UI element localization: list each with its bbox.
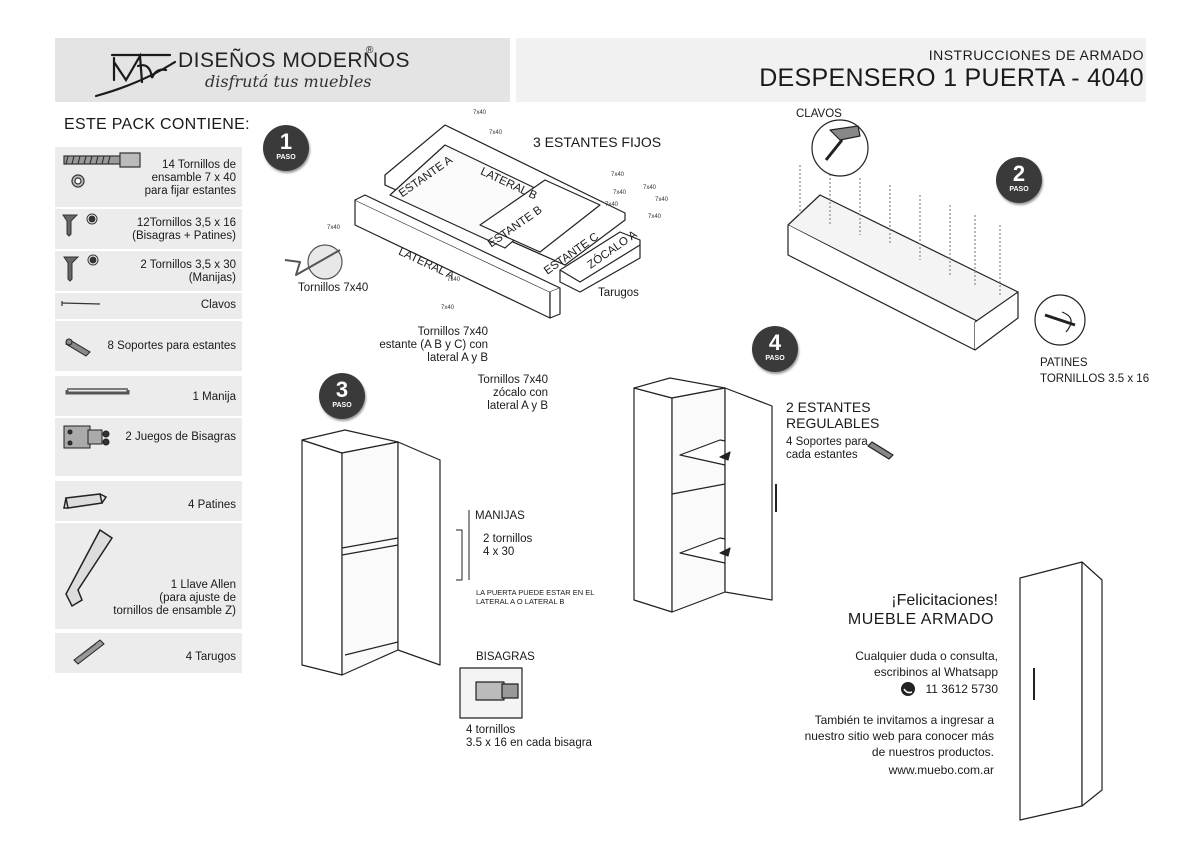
tarugos-callout-label: Tarugos — [598, 287, 639, 299]
pack-item-text: 2 Juegos de Bisagras — [125, 431, 236, 443]
pack-item-text: 4 Patines — [188, 499, 236, 511]
registered-mark: ® — [366, 45, 374, 56]
screw-mark: 7x40 — [473, 110, 487, 116]
pack-item: 2 Tornillos 3,5 x 30(Manijas) — [55, 251, 242, 291]
patines-screws-label: TORNILLOS 3.5 x 16 — [1040, 373, 1150, 385]
screw-mark: 7x40 — [447, 277, 461, 283]
pack-item-text: 4 Tarugos — [185, 651, 236, 663]
pack-item: 8 Soportes para estantes — [55, 321, 242, 371]
step3-cabinet-drawing — [301, 429, 441, 676]
brand-name: DISEÑOS MODERNOS — [178, 49, 411, 72]
step2-base-drawing — [787, 194, 1019, 351]
glide-callout — [1034, 294, 1086, 346]
contact-text: Cualquier duda o consulta,escribinos al … — [855, 649, 998, 679]
pack-item: 2 Juegos de Bisagras — [55, 418, 242, 476]
website-link[interactable]: www.muebo.com.ar — [888, 763, 994, 777]
manijas-label: MANIJAS — [475, 510, 525, 522]
bisagras-label: BISAGRAS — [476, 651, 535, 663]
document-title: DESPENSERO 1 PUERTA - 4040 — [759, 64, 1144, 92]
title-header-panel — [516, 38, 1146, 102]
step1-heading: 3 ESTANTES FIJOS — [533, 134, 662, 150]
allen-key-callout — [284, 244, 343, 280]
screw-mark: 7x40 — [655, 197, 669, 203]
pack-item: 4 Tarugos — [55, 633, 242, 673]
step4-cabinet-drawing — [633, 377, 777, 613]
screw-mark: 7x40 — [643, 185, 657, 191]
panel-label-estante-a: ESTANTE A — [396, 154, 455, 200]
supports-icon — [867, 441, 894, 460]
finished-furniture-drawing — [1019, 561, 1103, 821]
patines-label: PATINES — [1040, 357, 1088, 369]
screw-mark: 7x40 — [611, 172, 625, 178]
pack-item: 12Tornillos 3,5 x 16(Bisagras + Patines) — [55, 209, 242, 249]
brand-tagline: disfrutá tus muebles — [205, 72, 372, 91]
screw-mark: 7x40 — [648, 214, 662, 220]
screw-mark: 7x40 — [489, 130, 503, 136]
pack-item: Clavos — [55, 293, 242, 319]
pack-contents-title: ESTE PACK CONTIENE: — [64, 116, 250, 133]
screw-mark: 7x40 — [613, 190, 627, 196]
panel-label-estante-b: ESTANTE B — [485, 204, 545, 251]
assembled-title: MUEBLE ARMADO — [847, 611, 994, 628]
pack-item-text: 12Tornillos 3,5 x 16(Bisagras + Patines) — [132, 217, 236, 242]
whatsapp-icon — [901, 682, 915, 696]
pack-item-text: 2 Tornillos 3,5 x 30(Manijas) — [140, 259, 236, 284]
tornillos-callout-label: Tornillos 7x40 — [298, 282, 369, 294]
screw-mark: 7x40 — [327, 225, 341, 231]
screw-mark: 7x40 — [605, 202, 619, 208]
panel-label-lateral-b: LATERAL B — [478, 165, 539, 203]
handle-bracket — [456, 510, 470, 581]
whatsapp-number[interactable]: 11 3612 5730 — [925, 682, 998, 696]
clavos-label: CLAVOS — [796, 108, 842, 120]
pack-item-text: Clavos — [200, 299, 236, 311]
hinge-detail — [459, 667, 523, 719]
pack-item: 1 Manija — [55, 376, 242, 416]
pack-item-text: 1 Manija — [192, 391, 236, 403]
pack-item-text: 8 Soportes para estantes — [107, 340, 237, 352]
nail-rows — [799, 165, 1001, 295]
pack-item: 4 Patines — [55, 481, 242, 521]
congrats-title: ¡Felicitaciones! — [891, 592, 998, 609]
hammer-callout — [811, 119, 869, 177]
screw-mark: 7x40 — [441, 305, 455, 311]
document-subtitle: INSTRUCCIONES DE ARMADO — [928, 47, 1144, 63]
